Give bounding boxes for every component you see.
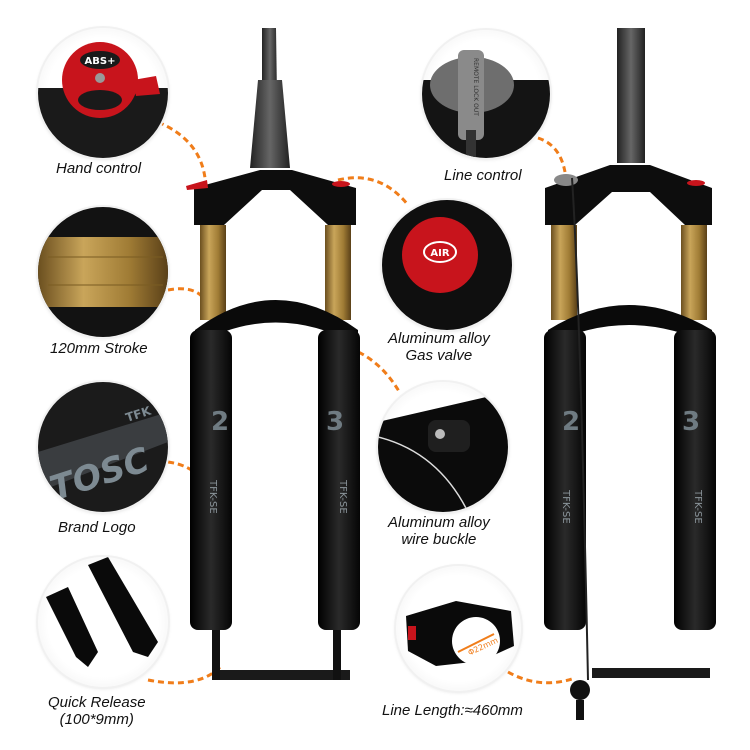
bubble-gas-valve: AIR	[382, 200, 512, 330]
svg-text:REMOTE LOCK OUT: REMOTE LOCK OUT	[472, 58, 479, 116]
air-valve-icon: AIR	[382, 200, 512, 330]
label-quick-release-line1: Quick Release	[48, 694, 146, 711]
brand-decal-icon: TOSC TFK	[38, 382, 168, 512]
handlebar-clamp-icon: Φ22mm	[406, 601, 514, 666]
svg-text:3: 3	[682, 407, 700, 437]
label-line-control: Line control	[444, 167, 522, 184]
svg-text:TFK-SE: TFK-SE	[560, 489, 571, 524]
bubble-brand-logo: TOSC TFK	[38, 382, 168, 512]
lockout-knob-icon: ABS+	[38, 42, 168, 158]
svg-text:2: 2	[562, 407, 580, 437]
label-wire-buckle: Aluminum alloy wire buckle	[388, 514, 490, 548]
label-hand-control: Hand control	[56, 160, 142, 177]
bubble-quick-release	[38, 557, 168, 687]
connector-line-length	[507, 670, 576, 685]
svg-text:TFK-SE: TFK-SE	[337, 479, 348, 514]
svg-text:TFK-SE: TFK-SE	[692, 489, 703, 524]
svg-text:TFK-SE: TFK-SE	[207, 479, 218, 514]
label-gas-valve-line2: Gas valve	[405, 347, 473, 364]
cable-guide-icon	[378, 392, 508, 512]
bubble-stroke	[38, 207, 168, 337]
connector-gas-valve	[337, 176, 410, 206]
bubble-line-control: REMOTE LOCK OUT	[422, 30, 550, 158]
label-gas-valve-line1: Aluminum alloy	[388, 330, 490, 347]
label-quick-release: Quick Release (100*9mm)	[48, 694, 146, 728]
dropout-icon	[46, 557, 158, 667]
label-line-length: Line Length:≈460mm	[382, 702, 523, 719]
label-wire-buckle-line1: Aluminum alloy	[388, 514, 490, 531]
remote-cable-cap-icon: REMOTE LOCK OUT	[422, 50, 550, 158]
bubble-wire-buckle	[378, 382, 508, 512]
connector-wire-buckle	[329, 341, 402, 394]
bubble-line-length: Φ22mm	[396, 566, 521, 691]
label-gas-valve: Aluminum alloy Gas valve	[388, 330, 490, 364]
bubble-hand-control: ABS+	[38, 28, 168, 158]
stanchion-icon	[38, 207, 168, 337]
label-wire-buckle-line2: wire buckle	[401, 531, 477, 548]
connector-hand-control	[157, 120, 207, 179]
connector-stroke	[167, 287, 207, 301]
label-quick-release-line2: (100*9mm)	[59, 711, 134, 728]
label-stroke: 120mm Stroke	[50, 340, 148, 357]
svg-text:3: 3	[326, 407, 344, 437]
svg-text:AIR: AIR	[430, 248, 449, 259]
decal-32-left: 2	[211, 407, 229, 437]
label-brand-logo: Brand Logo	[58, 519, 136, 536]
svg-text:ABS+: ABS+	[85, 56, 116, 67]
